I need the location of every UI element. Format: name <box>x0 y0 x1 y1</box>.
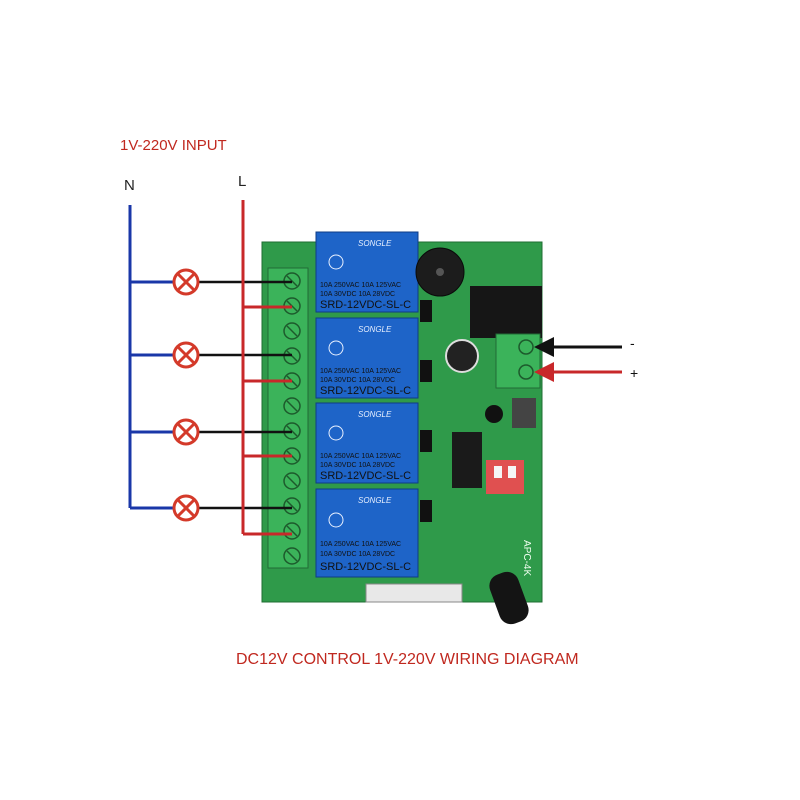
relay-1: SONGLE 10A 250VAC 10A 125VAC 10A 30VDC 1… <box>315 231 419 313</box>
live-label: L <box>238 173 246 190</box>
neutral-label: N <box>124 177 135 194</box>
relay-rating-1: 10A 250VAC 10A 125VAC <box>320 368 401 375</box>
cqc-icon <box>328 425 344 441</box>
arrow-left-icon <box>534 337 554 357</box>
relay-rating-2: 10A 30VDC 10A 28VDC <box>320 551 395 558</box>
dc-positive-label: + <box>630 365 638 381</box>
cqc-icon <box>328 340 344 356</box>
relay-brand: SONGLE <box>358 239 392 248</box>
relay-brand: SONGLE <box>358 496 392 505</box>
terminal-block <box>267 267 309 569</box>
cqc-icon <box>328 254 344 270</box>
relay-4: SONGLE 10A 250VAC 10A 125VAC 10A 30VDC 1… <box>315 488 419 578</box>
diagram-title-bottom: DC12V CONTROL 1V-220V WIRING DIAGRAM <box>236 651 579 668</box>
relay-body <box>315 402 419 484</box>
relay-rating-2: 10A 30VDC 10A 28VDC <box>320 291 395 298</box>
relay-body <box>315 488 419 578</box>
crystal-icon <box>485 405 503 423</box>
dc-negative-label: - <box>630 335 635 351</box>
relay-model: SRD-12VDC-SL-C <box>320 470 411 482</box>
lamp-cross-icon <box>172 341 200 369</box>
capacitor-icon <box>445 339 479 373</box>
relay-rating-1: 10A 250VAC 10A 125VAC <box>320 453 401 460</box>
dc-terminal-block <box>495 333 541 389</box>
antenna <box>489 571 529 625</box>
relay-rating-1: 10A 250VAC 10A 125VAC <box>320 541 401 548</box>
relay-rating-2: 10A 30VDC 10A 28VDC <box>320 462 395 469</box>
cqc-icon <box>328 512 344 528</box>
neutral-wires <box>128 205 173 510</box>
relay-brand: SONGLE <box>358 410 392 419</box>
relay-body <box>315 317 419 399</box>
terminal-strip <box>267 267 309 569</box>
dc-negative-wire <box>534 337 622 357</box>
relay-model: SRD-12VDC-SL-C <box>320 561 411 573</box>
live-wires <box>241 200 292 536</box>
ic-chip <box>452 432 482 488</box>
arrow-left-icon <box>534 362 554 382</box>
relay-3: SONGLE 10A 250VAC 10A 125VAC 10A 30VDC 1… <box>315 402 419 484</box>
diagram-title-input: 1V-220V INPUT <box>120 137 227 154</box>
load-wires <box>199 280 292 510</box>
dc-jack <box>470 286 542 338</box>
rf-module <box>365 583 463 603</box>
relay-board: SONGLE 10A 250VAC 10A 125VAC 10A 30VDC 1… <box>261 231 543 625</box>
relay-2: SONGLE 10A 250VAC 10A 125VAC 10A 30VDC 1… <box>315 317 419 399</box>
relay-rating-1: 10A 250VAC 10A 125VAC <box>320 282 401 289</box>
dip-switch <box>486 460 524 494</box>
lamp-cross-icon <box>172 418 200 446</box>
dc-positive-wire <box>534 362 622 382</box>
learn-button <box>512 398 536 428</box>
relay-model: SRD-12VDC-SL-C <box>320 385 411 397</box>
board-label: APC-4K <box>521 540 532 576</box>
relay-brand: SONGLE <box>358 325 392 334</box>
lamp-cross-icon <box>172 494 200 522</box>
relay-rating-2: 10A 30VDC 10A 28VDC <box>320 377 395 384</box>
relay-model: SRD-12VDC-SL-C <box>320 299 411 311</box>
lamp-cross-icon <box>172 268 200 296</box>
